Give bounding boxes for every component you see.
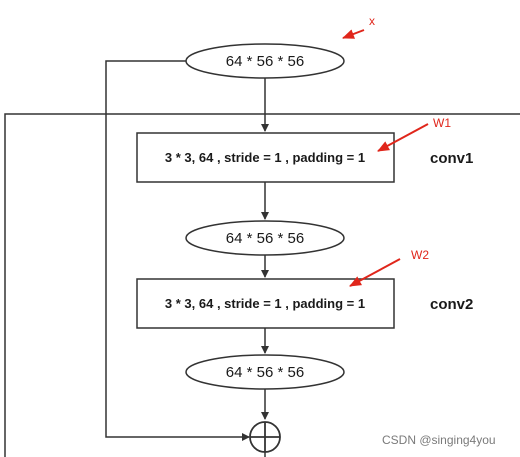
conv2-box-label: 3 * 3, 64 , stride = 1 , padding = 1 [165,296,365,311]
annotation-w1-label: W1 [433,116,451,130]
watermark: CSDN @singing4you [382,433,496,447]
annotation-w2-label: W2 [411,248,429,262]
annotation-x-arrow [342,29,365,39]
conv1-box-label: 3 * 3, 64 , stride = 1 , padding = 1 [165,150,365,165]
sum-node-icon [249,421,281,453]
annotation-x-label: x [369,14,375,28]
output-node-label: 64 * 56 * 56 [226,364,304,381]
conv2-label: conv2 [430,296,473,313]
conv1-label: conv1 [430,150,473,167]
skip-connection-line [105,60,250,441]
annotation-w1-arrow [377,123,429,152]
annotation-w2-arrow [349,258,401,287]
block-boundary-line [4,113,520,457]
mid-node-label: 64 * 56 * 56 [226,230,304,247]
conv2-box [136,278,395,329]
input-node-label: 64 * 56 * 56 [226,53,304,70]
